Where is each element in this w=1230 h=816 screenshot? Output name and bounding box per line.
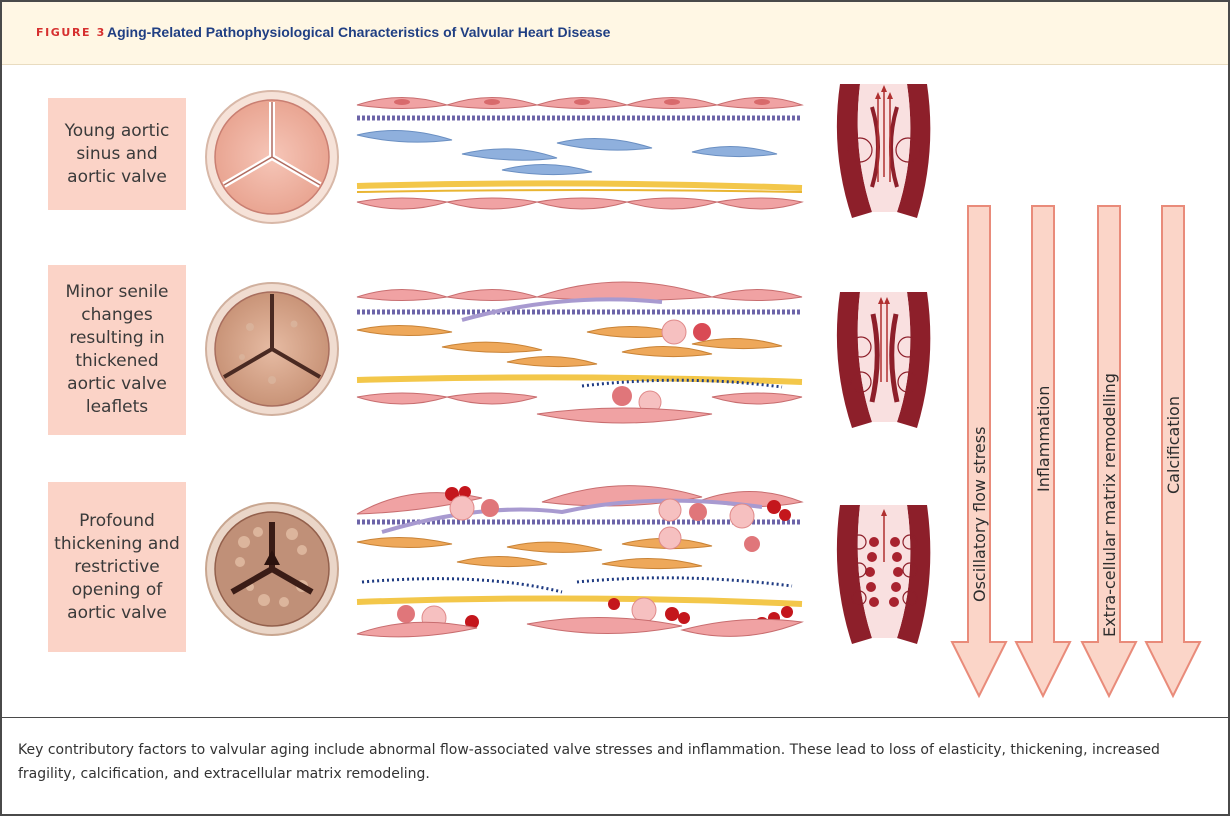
arrow-label-ecm: Extra-cellular matrix remodelling: [1100, 373, 1119, 637]
arrow-label-oscillatory: Oscillatory flow stress: [970, 427, 989, 602]
valve-young: [206, 91, 338, 223]
tissue-profound: [357, 486, 802, 637]
valve-minor: [206, 283, 338, 415]
arrow-label-calcification: Calcification: [1164, 396, 1183, 494]
valve-profound: [206, 503, 338, 635]
illustration: Oscillatory flow stress Inflammation Ext…: [2, 2, 1228, 716]
arrow-label-inflammation: Inflammation: [1034, 386, 1053, 492]
tissue-young: [357, 98, 802, 210]
tissue-minor: [357, 282, 802, 423]
vessel-minor: [837, 292, 930, 428]
caption-divider: [2, 717, 1228, 718]
figure-caption: Key contributory factors to valvular agi…: [18, 738, 1213, 786]
vessel-profound: [837, 505, 930, 644]
vessel-young: [837, 84, 930, 218]
